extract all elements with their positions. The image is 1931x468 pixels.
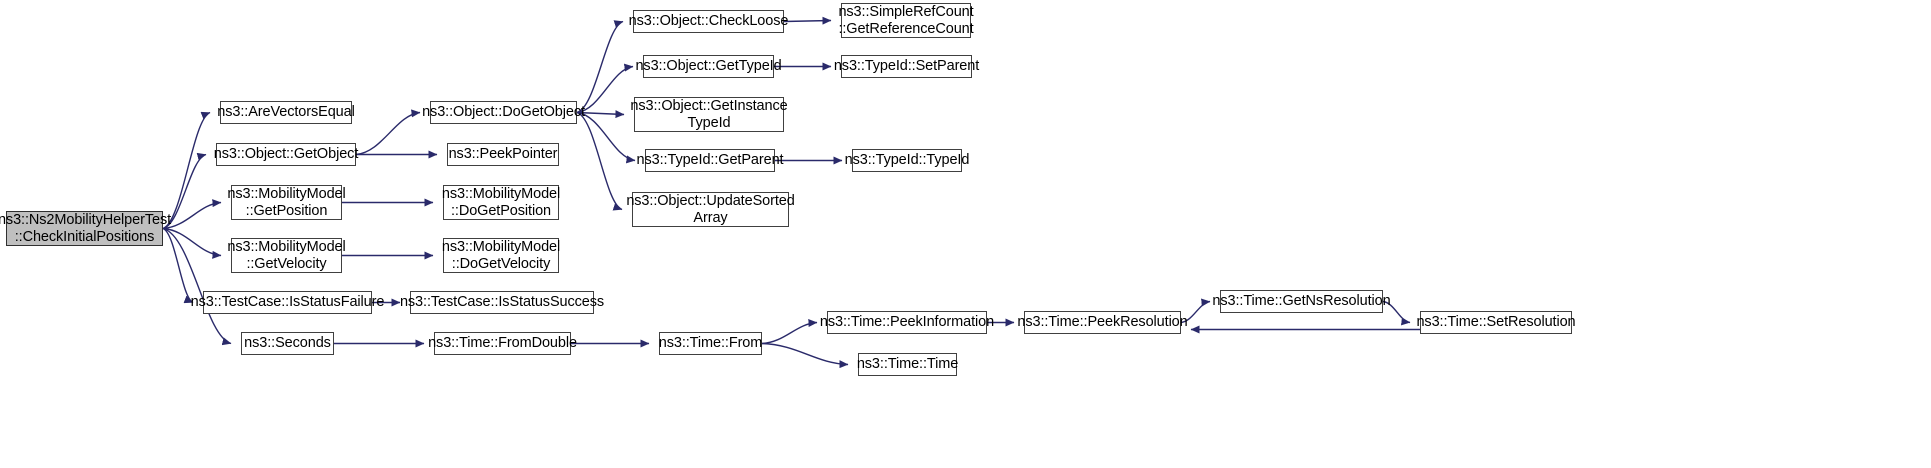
graph-node-peekpointer[interactable]: ns3::PeekPointer — [447, 143, 559, 166]
graph-edge-dogetobject-to-gettypeid — [576, 63, 634, 114]
graph-node-typeidtypeid[interactable]: ns3::TypeId::TypeId — [845, 149, 969, 172]
graph-node-root[interactable]: ns3::Ns2MobilityHelperTest ::CheckInitia… — [0, 211, 172, 246]
graph-node-checkloose[interactable]: ns3::Object::CheckLoose — [629, 10, 788, 33]
graph-node-peekresolution[interactable]: ns3::Time::PeekResolution — [1017, 311, 1188, 334]
graph-node-timetime[interactable]: ns3::Time::Time — [857, 353, 958, 376]
graph-edge-root-to-getposition — [162, 199, 222, 230]
graph-node-isstatusfailure[interactable]: ns3::TestCase::IsStatusFailure — [191, 291, 384, 314]
graph-node-updatesortedarray[interactable]: ns3::Object::UpdateSorted Array — [626, 192, 795, 227]
graph-edge-root-to-getvelocity — [162, 227, 222, 259]
graph-node-setresolution[interactable]: ns3::Time::SetResolution — [1416, 311, 1576, 334]
graph-node-dogetobject[interactable]: ns3::Object::DoGetObject — [422, 101, 585, 124]
graph-node-getreferencecount[interactable]: ns3::SimpleRefCount ::GetReferenceCount — [838, 3, 974, 38]
graph-edge-getobject-to-dogetobject — [355, 109, 421, 156]
graph-edge-dogetobject-to-typeidgetparent — [576, 111, 636, 164]
graph-edge-root-to-seconds — [162, 227, 232, 346]
graph-node-from[interactable]: ns3::Time::From — [659, 332, 762, 355]
graph-node-getvelocity[interactable]: ns3::MobilityModel ::GetVelocity — [227, 238, 346, 273]
graph-node-seconds[interactable]: ns3::Seconds — [241, 332, 334, 355]
graph-node-gettypeid[interactable]: ns3::Object::GetTypeId — [635, 55, 782, 78]
graph-node-isstatussuccess[interactable]: ns3::TestCase::IsStatusSuccess — [400, 291, 604, 314]
graph-node-dogetvelocity[interactable]: ns3::MobilityModel ::DoGetVelocity — [441, 238, 561, 273]
graph-node-setparent[interactable]: ns3::TypeId::SetParent — [834, 55, 979, 78]
graph-node-getposition[interactable]: ns3::MobilityModel ::GetPosition — [227, 185, 346, 220]
graph-edge-checkloose-to-getreferencecount — [783, 16, 832, 25]
graph-node-getobject[interactable]: ns3::Object::GetObject — [214, 143, 358, 166]
graph-node-typeidgetparent[interactable]: ns3::TypeId::GetParent — [637, 149, 784, 172]
graph-node-getnsresolution[interactable]: ns3::Time::GetNsResolution — [1212, 290, 1391, 313]
graph-node-peekinformation[interactable]: ns3::Time::PeekInformation — [820, 311, 994, 334]
graph-node-getinstancetypeid[interactable]: ns3::Object::GetInstance TypeId — [630, 97, 788, 132]
graph-edge-dogetobject-to-updatesortedarray — [576, 111, 623, 211]
graph-node-fromdouble[interactable]: ns3::Time::FromDouble — [428, 332, 577, 355]
graph-node-arevectorsequal[interactable]: ns3::AreVectorsEqual — [217, 101, 355, 124]
graph-edge-dogetobject-to-checkloose — [576, 20, 624, 114]
graph-edge-from-to-timetime — [761, 342, 849, 369]
graph-edge-from-to-peekinformation — [761, 319, 818, 345]
graph-node-dogetposition[interactable]: ns3::MobilityModel ::DoGetPosition — [441, 185, 561, 220]
